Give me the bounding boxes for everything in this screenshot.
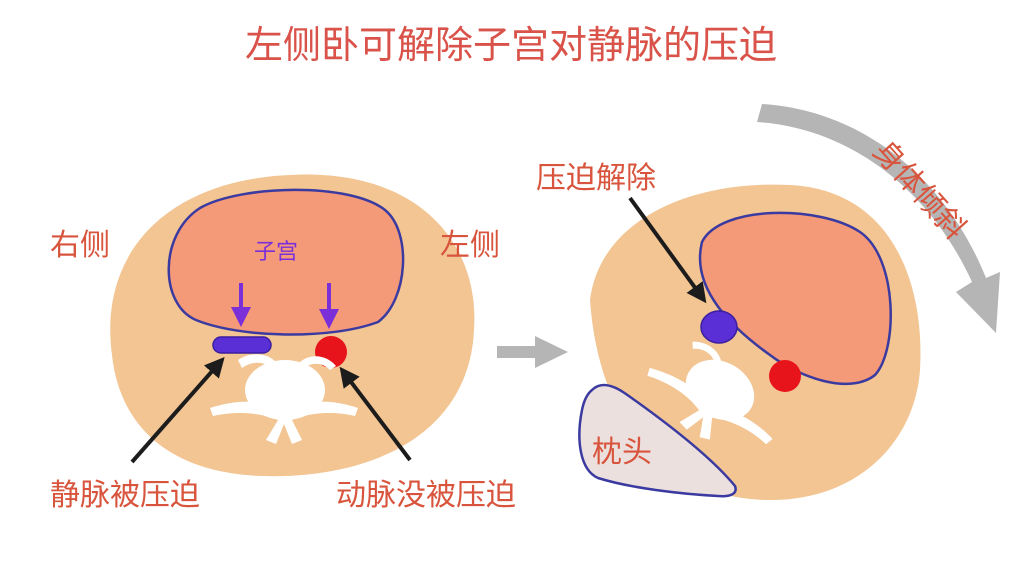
pillow [578,383,737,498]
artery-right [769,360,801,392]
spine-left [210,354,358,444]
vein-callout-arrow [130,357,225,464]
relief-label: 压迫解除 [536,161,656,196]
right-cross-section: 枕头 压迫解除 身体倾斜 [536,104,1000,500]
body-tilt-arrow [757,104,1000,333]
left-cross-section: 子宫 右侧 左侧 静脉被压迫 动脉没被压迫 [50,174,516,513]
spine-right [647,341,773,445]
artery-not-compressed-label: 动脉没被压迫 [336,478,516,513]
right-uterus [698,211,892,386]
left-side-label: 左侧 [440,228,500,263]
left-uterus [167,188,405,336]
artery-callout-arrow [339,366,412,462]
compressed-vein [212,336,272,354]
relieved-vein [700,310,738,344]
uterus-label: 子宫 [254,240,298,265]
relief-callout-arrow [628,196,707,304]
right-side-label: 右侧 [50,228,110,263]
page-title: 左侧卧可解除子宫对静脉的压迫 [245,23,777,67]
vein-compressed-label: 静脉被压迫 [50,478,200,513]
pillow-label: 枕头 [592,435,652,470]
transition-arrow [497,336,568,368]
